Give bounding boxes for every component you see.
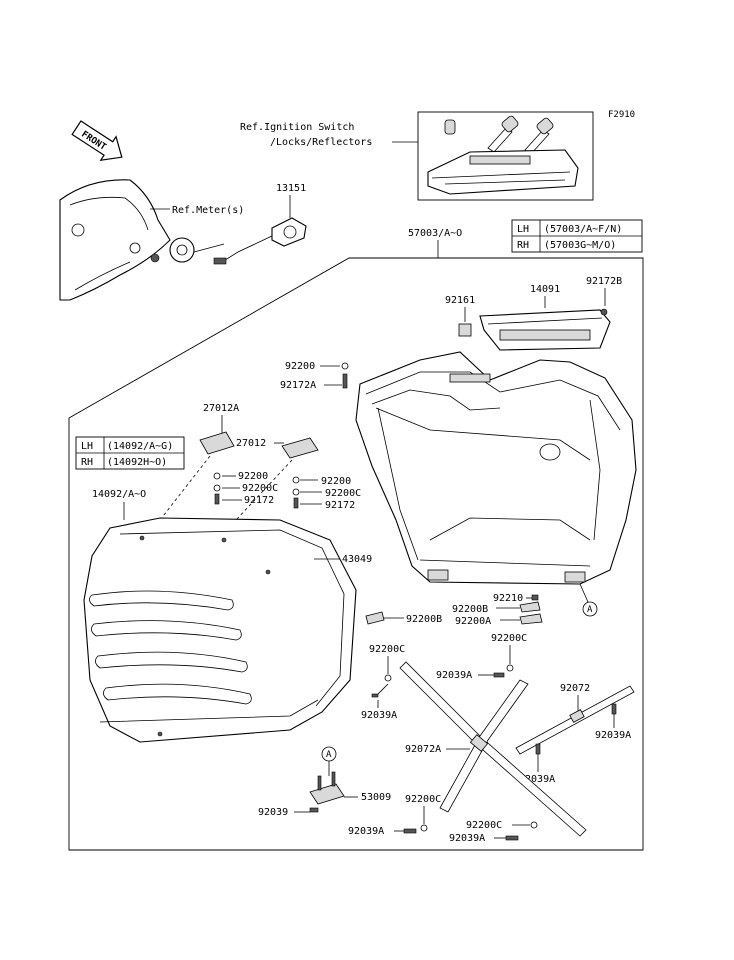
case-table-side-0: LH bbox=[517, 224, 529, 235]
callout-a-case: A bbox=[579, 583, 598, 617]
strap-92072 bbox=[515, 685, 635, 755]
part-92039A-a: 92039A bbox=[361, 710, 397, 721]
nut-92161-icon bbox=[458, 323, 472, 337]
case-table-code-1: (57003G~M/O) bbox=[544, 240, 616, 251]
case-table-side-1: RH bbox=[517, 240, 529, 251]
saddlebag-case bbox=[355, 351, 637, 585]
part-27012A: 27012A bbox=[203, 403, 239, 414]
ignition-switch-part: 13151 bbox=[193, 183, 307, 265]
front-arrow-icon: FRONT bbox=[71, 120, 123, 161]
lid-table: LH (14092/A~G) RH (14092H~O) bbox=[75, 436, 185, 470]
part-92210: 92210 bbox=[493, 593, 523, 604]
key-icon bbox=[487, 115, 554, 155]
part-92072: 92072 bbox=[560, 683, 590, 694]
part-92172-l1: 92172 bbox=[244, 495, 274, 506]
lid-table-side-0: LH bbox=[81, 441, 93, 452]
part-92172-r1: 92172 bbox=[325, 500, 355, 511]
part-27012: 27012 bbox=[236, 438, 266, 449]
ignition-reference: Ref.Ignition Switch /Locks/Reflectors bbox=[240, 111, 594, 201]
lid-table-code-0: (14092/A~G) bbox=[107, 441, 173, 452]
part-14091: 14091 bbox=[530, 284, 560, 295]
part-92039: 92039 bbox=[258, 807, 288, 818]
svg-text:A: A bbox=[326, 750, 332, 760]
part-53009: 53009 bbox=[361, 792, 391, 803]
bracket-53009 bbox=[309, 771, 345, 805]
part-92172B: 92172B bbox=[586, 276, 622, 287]
part-92200C-l1: 92200C bbox=[242, 483, 278, 494]
part-92039A-e: 92039A bbox=[348, 826, 384, 837]
part-92161: 92161 bbox=[445, 295, 475, 306]
ref-ignition-line1: Ref.Ignition Switch bbox=[240, 122, 354, 133]
hinge-cover-14091 bbox=[479, 308, 611, 351]
callout-a-lid: A bbox=[321, 746, 337, 776]
meter-reference: Ref.Meter(s) bbox=[59, 179, 244, 301]
part-92039A-b: 92039A bbox=[436, 670, 472, 681]
part-43049: 43049 bbox=[342, 554, 372, 565]
part-57003: 57003/A~O bbox=[408, 228, 462, 239]
part-13151: 13151 bbox=[276, 183, 306, 194]
part-92200-r1: 92200 bbox=[321, 476, 351, 487]
part-92200A-case: 92200A bbox=[455, 616, 491, 627]
part-92039A-c: 92039A bbox=[595, 730, 631, 741]
part-92200C-b: 92200C bbox=[491, 633, 527, 644]
ref-meter: Ref.Meter(s) bbox=[172, 205, 244, 216]
part-92200-top: 92200 bbox=[285, 361, 315, 372]
hinge-27012 bbox=[281, 437, 319, 459]
part-92172A: 92172A bbox=[280, 380, 316, 391]
part-92200B-lid: 92200B bbox=[406, 614, 442, 625]
ref-ignition-line2: /Locks/Reflectors bbox=[270, 137, 372, 148]
figure-code: F2910 bbox=[608, 110, 635, 120]
part-92200C-c: 92200C bbox=[405, 794, 441, 805]
part-92039A-f: 92039A bbox=[449, 833, 485, 844]
assembly-frame bbox=[68, 257, 644, 851]
case-table: LH (57003/A~F/N) RH (57003G~M/O) bbox=[511, 219, 643, 253]
part-92072A: 92072A bbox=[405, 744, 441, 755]
lid-table-code-1: (14092H~O) bbox=[107, 457, 167, 468]
lid-table-side-1: RH bbox=[81, 457, 93, 468]
part-92200C-d: 92200C bbox=[466, 820, 502, 831]
part-92200C-a: 92200C bbox=[369, 644, 405, 655]
hinge-27012A bbox=[199, 431, 235, 455]
saddlebag-lid bbox=[83, 517, 357, 743]
svg-text:A: A bbox=[587, 605, 593, 615]
part-92039A-d: 92039A bbox=[519, 774, 555, 785]
case-table-code-0: (57003/A~F/N) bbox=[544, 224, 622, 235]
part-92200-l1: 92200 bbox=[238, 471, 268, 482]
part-92200B-case: 92200B bbox=[452, 604, 488, 615]
part-14092: 14092/A~O bbox=[92, 489, 146, 500]
part-92200C-r1: 92200C bbox=[325, 488, 361, 499]
strap-92072A bbox=[399, 661, 587, 837]
